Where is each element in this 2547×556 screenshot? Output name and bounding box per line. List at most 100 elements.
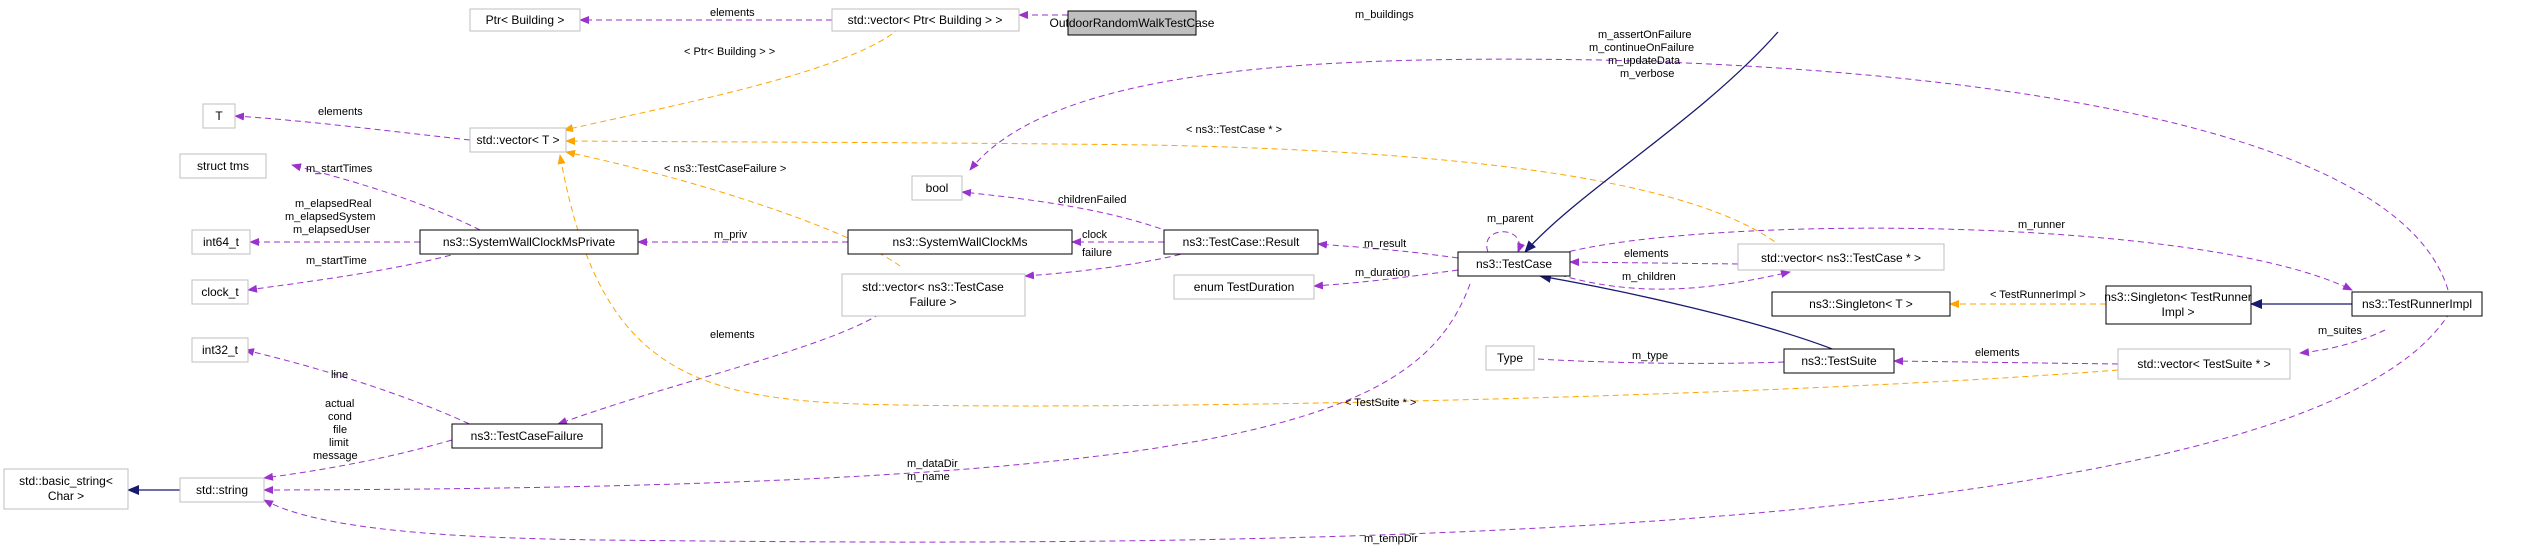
label-m-runner: m_runner — [2018, 219, 2065, 231]
svg-text:Ptr< Building >: Ptr< Building > — [486, 13, 565, 27]
label-cond: cond — [328, 411, 352, 423]
edge-m-startTimes — [291, 163, 481, 231]
label-m-suites: m_suites — [2318, 325, 2363, 337]
node-test-suite[interactable]: ns3::TestSuite — [1783, 348, 1895, 374]
node-test-case[interactable]: ns3::TestCase — [1457, 251, 1571, 277]
edge-inherit-outdoor — [1524, 31, 1779, 253]
label-m-parent: m_parent — [1487, 213, 1533, 225]
node-T[interactable]: T — [202, 103, 236, 129]
edge-flags — [969, 58, 2449, 291]
svg-text:std::vector< T >: std::vector< T > — [477, 133, 560, 147]
label-tmpl-runner: < TestRunnerImpl > — [1990, 289, 2086, 301]
svg-text:enum TestDuration: enum TestDuration — [1194, 280, 1295, 294]
node-basic-string[interactable]: std::basic_string< Char > — [3, 468, 129, 510]
label-m-buildings: m_buildings — [1355, 9, 1414, 21]
label-m-result: m_result — [1364, 238, 1406, 250]
node-test-case-failure[interactable]: ns3::TestCaseFailure — [451, 423, 603, 449]
svg-text:Type: Type — [1497, 351, 1523, 365]
edge-line — [244, 348, 479, 429]
label-elements-ptr: elements — [710, 7, 755, 19]
svg-text:std::vector< TestSuite * >: std::vector< TestSuite * > — [2137, 357, 2270, 371]
svg-text:ns3::Singleton< TestRunner: ns3::Singleton< TestRunner — [2104, 290, 2252, 304]
node-vector-ptr-building[interactable]: std::vector< Ptr< Building > > — [831, 8, 1020, 32]
edge-m-startTime — [247, 249, 471, 293]
node-singleton-test-runner-impl[interactable]: ns3::Singleton< TestRunner Impl > — [2104, 285, 2252, 325]
node-clock-t[interactable]: clock_t — [191, 279, 249, 305]
label-m-tempDir: m_tempDir — [1364, 533, 1418, 545]
edge-m-name — [263, 283, 1471, 494]
svg-text:std::string: std::string — [196, 483, 248, 497]
label-m-updateData: m_updateData — [1608, 55, 1681, 67]
node-test-case-result[interactable]: ns3::TestCase::Result — [1163, 229, 1319, 255]
node-enum-test-duration[interactable]: enum TestDuration — [1173, 274, 1315, 300]
label-line: line — [331, 369, 348, 381]
label-elements-tc: elements — [1624, 248, 1669, 260]
edge-tmpl-ptr-building — [563, 27, 901, 132]
node-vector-test-case[interactable]: std::vector< ns3::TestCase * > — [1737, 243, 1945, 271]
edge-elements-suite — [1893, 357, 2119, 366]
svg-text:std::basic_string<: std::basic_string< — [19, 474, 113, 488]
label-m-startTimes: m_startTimes — [306, 163, 373, 175]
label-m-assertOnFailure: m_assertOnFailure — [1598, 29, 1692, 41]
label-children-failed: childrenFailed — [1058, 194, 1126, 206]
label-m-dataDir: m_dataDir — [907, 458, 958, 470]
label-m-startTime: m_startTime — [306, 255, 367, 267]
label-m-elapsedReal: m_elapsedReal — [295, 198, 371, 210]
svg-text:bool: bool — [926, 181, 949, 195]
svg-text:Char >: Char > — [48, 489, 84, 503]
node-ptr-building[interactable]: Ptr< Building > — [469, 8, 581, 32]
node-vector-test-case-failure[interactable]: std::vector< ns3::TestCase Failure > — [841, 273, 1026, 317]
edge-elements-failure — [557, 313, 881, 425]
edge-m-children — [1559, 270, 1791, 290]
svg-text:std::vector< Ptr< Building > >: std::vector< Ptr< Building > > — [848, 13, 1003, 27]
label-m-continueOnFailure: m_continueOnFailure — [1589, 42, 1694, 54]
label-tmpl-suite: < TestSuite * > — [1345, 397, 1416, 409]
node-bool[interactable]: bool — [911, 175, 963, 201]
svg-text:ns3::TestRunnerImpl: ns3::TestRunnerImpl — [2362, 297, 2472, 311]
label-m-duration: m_duration — [1355, 267, 1410, 279]
edge-failure — [1024, 251, 1191, 280]
svg-text:struct tms: struct tms — [197, 159, 249, 173]
svg-text:ns3::TestCaseFailure: ns3::TestCaseFailure — [471, 429, 584, 443]
edge-m-result — [1317, 240, 1459, 259]
node-vector-T[interactable]: std::vector< T > — [469, 127, 567, 153]
svg-text:std::vector< ns3::TestCase: std::vector< ns3::TestCase — [862, 280, 1004, 294]
label-elements-T: elements — [318, 106, 363, 118]
svg-text:ns3::SystemWallClockMs: ns3::SystemWallClockMs — [893, 235, 1028, 249]
node-singleton-T[interactable]: ns3::Singleton< T > — [1771, 291, 1951, 317]
edge-elements-T — [234, 112, 471, 141]
node-outdoor-random-walk-test-case[interactable]: OutdoorRandomWalkTestCase — [1050, 10, 1215, 36]
edge-tmpl-testcase — [565, 137, 1791, 255]
label-m-type: m_type — [1632, 350, 1668, 362]
node-struct-tms[interactable]: struct tms — [179, 153, 267, 179]
node-type[interactable]: Type — [1485, 345, 1535, 371]
node-int64[interactable]: int64_t — [191, 229, 251, 255]
label-m-verbose: m_verbose — [1620, 68, 1674, 80]
svg-text:ns3::TestSuite: ns3::TestSuite — [1801, 354, 1877, 368]
label-m-children: m_children — [1622, 271, 1676, 283]
node-system-wall-clock-ms[interactable]: ns3::SystemWallClockMs — [847, 229, 1073, 255]
node-std-string[interactable]: std::string — [179, 477, 265, 503]
edge-m-runner — [1559, 227, 2353, 291]
edges — [127, 11, 2451, 543]
label-tmpl-ptr-building: < Ptr< Building > > — [684, 46, 775, 58]
label-tmpl-testcase: < ns3::TestCase * > — [1186, 124, 1282, 136]
svg-text:T: T — [215, 109, 223, 123]
edge-members — [263, 439, 453, 481]
node-test-runner-impl[interactable]: ns3::TestRunnerImpl — [2351, 291, 2483, 317]
label-tmpl-failure: < ns3::TestCaseFailure > — [664, 163, 786, 175]
svg-text:OutdoorRandomWalkTestCase: OutdoorRandomWalkTestCase — [1050, 16, 1215, 30]
svg-text:ns3::Singleton< T >: ns3::Singleton< T > — [1809, 297, 1913, 311]
svg-text:Impl >: Impl > — [2161, 305, 2194, 319]
svg-text:clock_t: clock_t — [201, 285, 239, 299]
label-m-priv: m_priv — [714, 229, 748, 241]
svg-text:ns3::TestCase::Result: ns3::TestCase::Result — [1183, 235, 1300, 249]
svg-text:Failure >: Failure > — [909, 295, 956, 309]
node-int32[interactable]: int32_t — [191, 337, 249, 363]
edge-m-tempDir — [263, 311, 2451, 543]
node-vector-test-suite[interactable]: std::vector< TestSuite * > — [2117, 348, 2291, 380]
label-m-name: m_name — [907, 471, 950, 483]
svg-text:int64_t: int64_t — [203, 235, 240, 249]
node-system-wall-clock-ms-private[interactable]: ns3::SystemWallClockMsPrivate — [419, 229, 639, 255]
